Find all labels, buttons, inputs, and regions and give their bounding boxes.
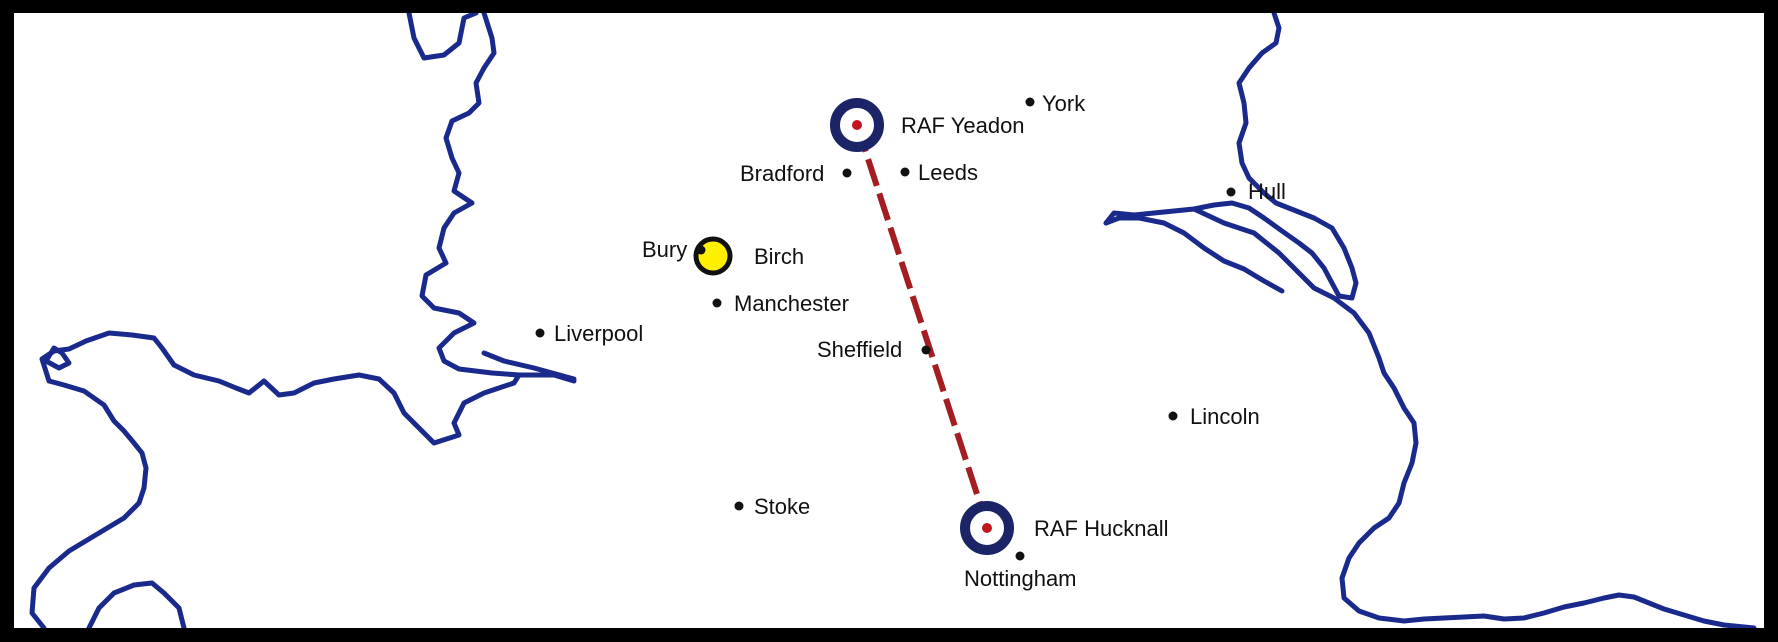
map-canvas — [29, 13, 1757, 628]
map-frame: RAF Yeadon RAF Hucknall Birch York Bradf… — [14, 13, 1764, 628]
town-dot-sheffield — [921, 345, 931, 355]
raf-roundel-icon-yeadon[interactable] — [830, 98, 884, 152]
label-sheffield: Sheffield — [817, 337, 903, 362]
town-dot-hull — [1226, 187, 1236, 197]
coastline-west — [29, 13, 522, 628]
coastline-southwest — [86, 580, 187, 628]
label-york: York — [1042, 91, 1086, 116]
label-bradford: Bradford — [740, 161, 825, 186]
town-dot-stoke — [734, 501, 744, 511]
label-bury: Bury — [642, 237, 688, 262]
label-liverpool: Liverpool — [554, 321, 644, 346]
route-line — [854, 124, 991, 529]
coastline-humber — [1103, 215, 1285, 294]
town-dot-lincoln — [1168, 411, 1178, 421]
label-nottingham: Nottingham — [964, 566, 1077, 591]
town-dot-bradford — [842, 168, 852, 178]
label-raf-yeadon: RAF Yeadon — [901, 113, 1025, 138]
raf-roundel-icon-hucknall[interactable] — [960, 501, 1014, 555]
town-dot-leeds — [900, 167, 910, 177]
town-dot-manchester — [712, 298, 722, 308]
coastline-inlet — [43, 345, 72, 371]
label-manchester: Manchester — [734, 291, 849, 316]
label-hull: Hull — [1248, 179, 1286, 204]
coastline-east — [1103, 13, 1757, 628]
town-dot-liverpool — [535, 328, 545, 338]
label-lincoln: Lincoln — [1190, 404, 1260, 429]
label-stoke: Stoke — [754, 494, 811, 519]
town-dot-york — [1025, 97, 1035, 107]
town-dot-bury — [696, 245, 706, 255]
coastline-estuary — [481, 350, 577, 384]
yellow-circle-icon[interactable] — [693, 236, 733, 276]
label-raf-hucknall: RAF Hucknall — [1034, 516, 1169, 541]
town-dot-nottingham — [1015, 551, 1025, 561]
label-birch: Birch — [754, 244, 805, 269]
label-leeds: Leeds — [918, 160, 978, 185]
